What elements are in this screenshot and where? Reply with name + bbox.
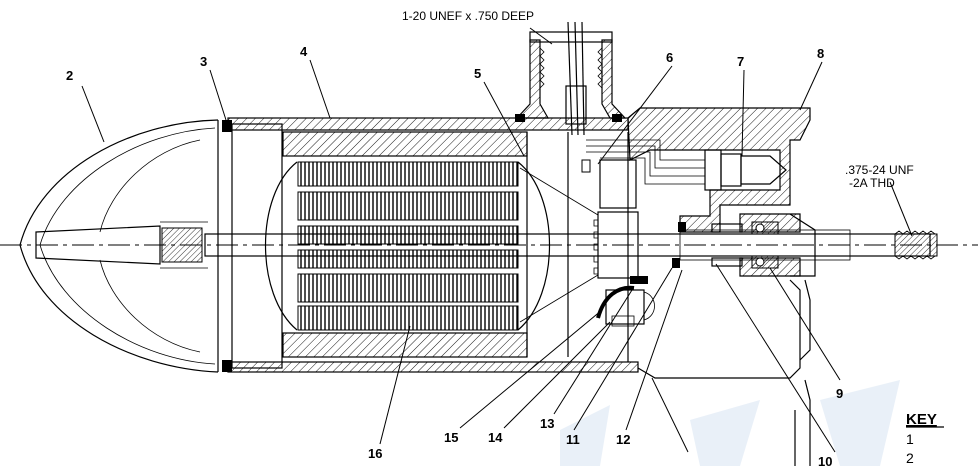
terminal-block <box>581 139 787 191</box>
top-thread-note: 1-20 UNEF x .750 DEEP <box>402 9 534 23</box>
key-legend: KEY 1 2 <box>906 411 944 466</box>
shaft-thread-note-line1: .375-24 UNF <box>845 163 914 177</box>
callout-12: 12 <box>616 432 630 447</box>
front-seal <box>222 120 283 372</box>
key-title: KEY <box>906 411 937 428</box>
nose-cone <box>19 119 219 373</box>
callout-15: 15 <box>444 430 458 445</box>
callout-5: 5 <box>474 66 481 81</box>
leader-lines <box>81 27 913 453</box>
callout-9: 9 <box>836 386 843 401</box>
callout-11: 11 <box>566 432 580 447</box>
callout-10: 10 <box>818 454 832 466</box>
callout-2: 2 <box>66 68 73 83</box>
callout-4: 4 <box>300 44 308 59</box>
key-item-2: 2 <box>906 450 914 466</box>
callout-14: 14 <box>488 430 503 445</box>
stator <box>265 131 550 358</box>
callout-13: 13 <box>540 416 554 431</box>
rear-support <box>519 132 639 362</box>
callout-3: 3 <box>200 54 207 69</box>
connector-boss <box>515 21 627 136</box>
brush-assembly <box>596 276 655 327</box>
watermark <box>560 380 900 466</box>
bearing-assembly <box>672 221 779 269</box>
callout-6: 6 <box>666 50 673 65</box>
callout-16: 16 <box>368 446 382 461</box>
shaft-thread-note-line2: -2A THD <box>849 176 895 190</box>
callout-8: 8 <box>817 46 824 61</box>
callout-labels: 2 3 4 5 6 7 8 9 10 11 12 13 14 15 16 <box>66 44 843 466</box>
outer-housing <box>227 117 639 373</box>
key-item-1: 1 <box>906 431 914 447</box>
callout-7: 7 <box>737 54 744 69</box>
